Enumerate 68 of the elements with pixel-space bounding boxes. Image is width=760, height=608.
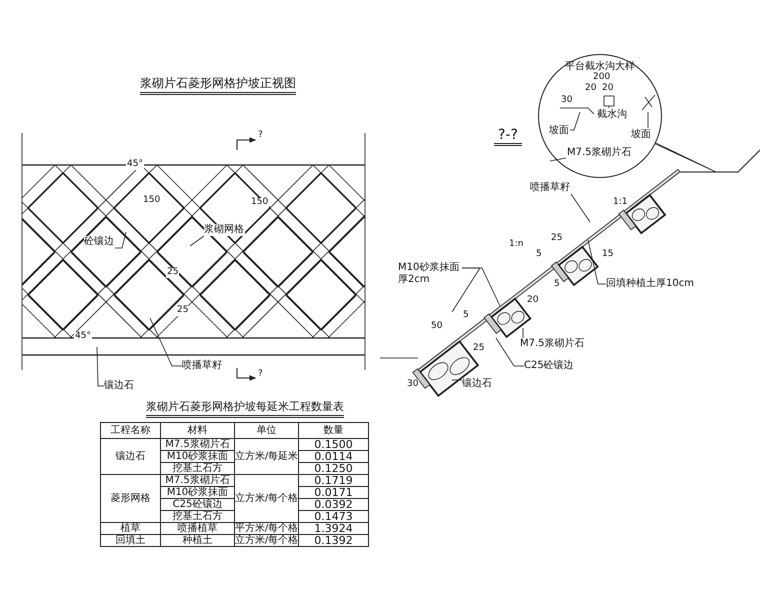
table-cell: 喷播植草	[160, 522, 234, 534]
table-cell: C25砼镶边	[160, 498, 234, 510]
table-cell: 挖基土石方	[160, 510, 234, 522]
section-title: ?-?	[494, 128, 522, 146]
leader-label: C25砼镶边	[524, 360, 576, 372]
leader-line	[568, 112, 580, 130]
table-cell: 数量	[298, 422, 368, 438]
table-cell: M7.5浆砌片石	[160, 474, 234, 486]
leader-line	[570, 194, 590, 222]
leader-line	[654, 142, 716, 172]
table-cell: 0.0171	[298, 486, 368, 498]
leader-line	[550, 158, 566, 162]
table-cell: M10砂浆抹面	[160, 450, 234, 462]
leader-label: 回填种植土厚10cm	[606, 278, 696, 290]
leader-label: 镶边石	[104, 380, 135, 392]
leader-line	[608, 106, 610, 108]
leader-label: 坡面	[549, 125, 570, 137]
table-cell: 0.0114	[298, 450, 368, 462]
leader-line	[150, 318, 182, 366]
leader-label: 浆砌网格	[204, 224, 245, 236]
leader-label: 截水沟	[597, 109, 628, 121]
table-cell: 立方米/每个格	[234, 474, 298, 522]
table-cell: 0.0392	[298, 498, 368, 510]
leader-label: 坡面	[631, 129, 652, 141]
leader-label: 镶边石	[462, 378, 493, 390]
dimension-label: 45°	[126, 160, 144, 170]
table-cell: 工程名称	[100, 422, 160, 438]
detail-title: 平台截水沟大样	[564, 61, 636, 72]
table-cell: 菱形网格	[100, 474, 160, 522]
leader-line	[190, 236, 204, 246]
table-cell: 0.1392	[298, 534, 368, 546]
leader-line	[114, 232, 126, 248]
dimension-label: 45°	[74, 332, 92, 342]
leader-line	[588, 240, 606, 284]
dimension-label: 1:1	[612, 198, 628, 208]
table-cell: 单位	[234, 422, 298, 438]
table-title: 浆砌片石菱形网格护坡每延米工程数量表	[146, 400, 344, 418]
table-cell: 0.1719	[298, 474, 368, 486]
table-cell: 立方米/每个格	[234, 534, 298, 546]
leader-label: M10砂浆抹面 厚2cm	[398, 262, 462, 286]
leader-label: 喷播草籽	[182, 360, 223, 372]
leader-line	[462, 268, 500, 306]
table-cell: 平方米/每个格	[234, 522, 298, 534]
drawing-title: 浆砌片石菱形网格护坡正视图	[140, 76, 296, 96]
dimension-label: 25	[176, 306, 190, 316]
table-cell: 0.1250	[298, 462, 368, 474]
table-cell: 0.1473	[298, 510, 368, 522]
leader-label: 砼镶边	[84, 236, 115, 248]
table-cell: M10砂浆抹面	[160, 486, 234, 498]
table-cell: 种植土	[160, 534, 234, 546]
table-cell: M7.5浆砌片石	[160, 438, 234, 450]
table-cell: 0.1500	[298, 438, 368, 450]
dimension-label: 150	[250, 198, 270, 208]
table-cell: 材料	[160, 422, 234, 438]
table-cell: 植草	[100, 522, 160, 534]
leader-line	[452, 268, 481, 312]
table-cell: 挖基土石方	[160, 462, 234, 474]
leader-label: 喷播草籽	[530, 182, 571, 194]
leader-label: M7.5浆砌片石	[520, 338, 586, 350]
table-cell: 立方米/每延米	[234, 438, 298, 474]
leader-label: M7.5浆砌片石	[567, 147, 633, 159]
table-cell: 1.3924	[298, 522, 368, 534]
table-cell: 回填土	[100, 534, 160, 546]
table-cell: 镶边石	[100, 438, 160, 474]
leader-line	[96, 346, 104, 386]
leader-line	[496, 338, 524, 366]
dimension-label: 25	[166, 268, 180, 278]
leader-line	[522, 328, 524, 338]
